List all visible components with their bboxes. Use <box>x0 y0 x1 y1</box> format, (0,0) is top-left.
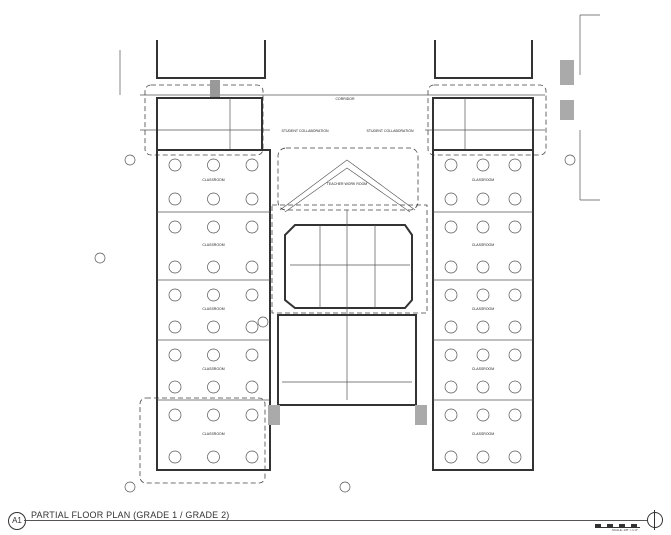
table-cluster <box>245 192 259 206</box>
table-cluster <box>207 348 220 362</box>
table-cluster <box>245 320 259 334</box>
table-cluster <box>508 260 522 274</box>
table-cluster <box>245 380 259 394</box>
table-cluster <box>207 192 220 206</box>
right-wing <box>432 97 534 471</box>
table-cluster <box>245 260 259 274</box>
table-cluster <box>168 348 182 362</box>
table-cluster <box>444 450 458 464</box>
table-cluster <box>444 158 458 172</box>
table-cluster <box>168 158 182 172</box>
classroom-label: CLASSROOM <box>472 243 494 247</box>
classroom-label: CLASSROOM <box>202 432 224 436</box>
center-block: STUDENT COLLABORATION STUDENT COLLABORAT… <box>268 129 428 425</box>
section-markers <box>94 14 600 493</box>
table-cluster <box>207 450 220 464</box>
table-cluster <box>207 158 220 172</box>
title-underline <box>24 520 648 521</box>
table-cluster <box>207 220 220 234</box>
table-cluster <box>444 220 458 234</box>
table-cluster <box>476 450 490 464</box>
table-cluster <box>245 450 259 464</box>
scale-bar <box>595 524 640 528</box>
table-cluster <box>508 158 522 172</box>
collab-right-label: STUDENT COLLABORATION <box>367 129 414 133</box>
table-cluster <box>508 408 522 422</box>
table-cluster <box>476 348 490 362</box>
north-arrow-icon <box>647 510 663 530</box>
scale-note: SCALE: 1/8" = 1'-0" <box>612 528 639 532</box>
table-cluster <box>476 288 490 302</box>
table-cluster <box>508 348 522 362</box>
table-cluster <box>168 380 182 394</box>
classroom-label: CLASSROOM <box>202 307 224 311</box>
collab-left-label: STUDENT COLLABORATION <box>282 129 329 133</box>
table-cluster <box>476 408 490 422</box>
table-cluster <box>508 450 522 464</box>
table-cluster <box>444 288 458 302</box>
teacher-work-label: TEACHER WORK ROOM <box>327 182 368 186</box>
table-cluster <box>476 320 490 334</box>
table-cluster <box>476 380 490 394</box>
drawing-title: PARTIAL FLOOR PLAN (GRADE 1 / GRADE 2) <box>31 510 230 520</box>
table-cluster <box>245 408 259 422</box>
table-cluster <box>168 220 182 234</box>
table-cluster <box>508 288 522 302</box>
table-cluster <box>245 220 259 234</box>
table-cluster <box>508 192 522 206</box>
table-cluster <box>508 320 522 334</box>
table-cluster <box>444 408 458 422</box>
table-cluster <box>476 158 490 172</box>
table-cluster <box>444 380 458 394</box>
furniture-layer <box>168 158 522 464</box>
classroom-label: CLASSROOM <box>202 367 224 371</box>
table-cluster <box>168 450 182 464</box>
classroom-label: CLASSROOM <box>202 178 224 182</box>
table-cluster <box>207 380 220 394</box>
table-cluster <box>245 348 259 362</box>
table-cluster <box>168 260 182 274</box>
table-cluster <box>444 260 458 274</box>
classroom-label: CLASSROOM <box>472 307 494 311</box>
classroom-label: CLASSROOM <box>472 178 494 182</box>
table-cluster <box>168 192 182 206</box>
table-cluster <box>245 158 259 172</box>
table-cluster <box>168 408 182 422</box>
table-cluster <box>508 380 522 394</box>
classroom-label: CLASSROOM <box>202 243 224 247</box>
table-cluster <box>245 288 259 302</box>
table-cluster <box>444 348 458 362</box>
drawing-number-bubble: A1 <box>8 512 26 530</box>
table-cluster <box>476 220 490 234</box>
top-left-rooms <box>156 40 533 79</box>
table-cluster <box>207 260 220 274</box>
table-cluster <box>207 288 220 302</box>
table-cluster <box>444 320 458 334</box>
table-cluster <box>476 260 490 274</box>
classroom-label: CLASSROOM <box>472 432 494 436</box>
table-cluster <box>508 220 522 234</box>
table-cluster <box>444 192 458 206</box>
table-cluster <box>476 192 490 206</box>
classroom-label: CLASSROOM <box>472 367 494 371</box>
corridor-label: CORRIDOR <box>335 97 355 101</box>
table-cluster <box>207 320 220 334</box>
classroom-labels: CLASSROOM CLASSROOM CLASSROOM CLASSROOM CLAS… <box>202 178 494 436</box>
left-wing <box>139 97 271 484</box>
table-cluster <box>207 408 220 422</box>
table-cluster <box>168 320 182 334</box>
corridor: CORRIDOR <box>140 60 574 156</box>
table-cluster <box>168 288 182 302</box>
